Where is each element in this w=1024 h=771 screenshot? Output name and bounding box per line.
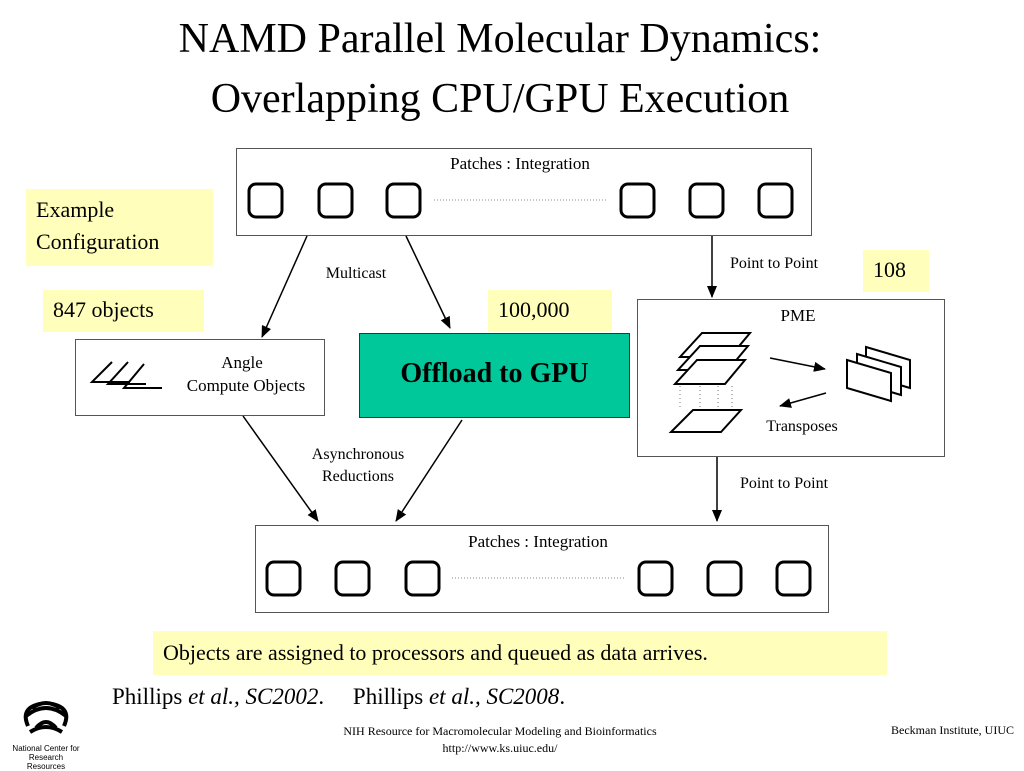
example-line1: Example	[36, 197, 115, 222]
async-label-line2: Reductions	[322, 468, 394, 485]
multicast-arrow-left	[261, 235, 308, 338]
example-configuration-note: Example Configuration	[26, 189, 213, 266]
pme-stacked-slabs-icon	[668, 332, 753, 433]
async-arrow-left	[242, 415, 319, 522]
angle-glyph-icon	[89, 361, 162, 389]
ncrr-logo	[23, 701, 69, 734]
citation-line: Phillips et al., SC2002. Phillips et al.…	[112, 684, 565, 710]
patches-top-box	[236, 148, 812, 236]
citation-etal-2: et al., SC2008	[428, 684, 560, 709]
slide-title-line2: Overlapping CPU/GPU Execution	[210, 76, 790, 122]
citation-author-2: Phillips	[352, 684, 424, 709]
citation-etal-1: et al., SC2002	[188, 684, 319, 709]
logo-text-line1: National Center for	[12, 744, 80, 753]
patches-bottom-label: Patches : Integration	[468, 532, 608, 551]
angle-label-line1: Angle	[221, 353, 263, 372]
slide-title-line1: NAMD Parallel Molecular Dynamics:	[178, 16, 822, 62]
assignment-note: Objects are assigned to processors and q…	[153, 631, 887, 675]
transposes-label: Transposes	[766, 418, 838, 435]
transpose-arrow-left	[779, 392, 827, 408]
footer-right: Beckman Institute, UIUC	[891, 723, 1014, 737]
async-arrow-right	[395, 419, 463, 522]
multicast-arrow-right	[405, 235, 451, 329]
footer-url: http://www.ks.uiuc.edu/	[442, 741, 558, 755]
offload-to-gpu-box: Offload to GPU	[359, 333, 630, 418]
example-line2: Configuration	[36, 229, 160, 254]
footer-center-line1: NIH Resource for Macromolecular Modeling…	[343, 724, 657, 738]
processor-squares-bottom	[265, 560, 812, 597]
ncrr-logo-text: National Center for Research Resources	[10, 744, 82, 771]
pme-label: PME	[780, 306, 816, 325]
processor-squares-top	[247, 182, 794, 219]
point-to-point-top-label: Point to Point	[729, 255, 819, 272]
logo-text-line2: Research Resources	[26, 753, 66, 771]
async-label-line1: Asynchronous	[311, 446, 405, 463]
multicast-label: Multicast	[325, 265, 387, 282]
citation-end-2: .	[559, 684, 566, 709]
point-to-point-bottom-label: Point to Point	[739, 475, 829, 492]
gpu-count-note: 100,000	[488, 290, 612, 332]
objects-count-note: 847 objects	[43, 290, 204, 332]
citation-author-1: Phillips	[112, 684, 183, 709]
transpose-arrow-right	[769, 357, 826, 372]
angle-compute-box	[75, 339, 325, 416]
angle-label-line2: Compute Objects	[186, 376, 306, 395]
footer-center: NIH Resource for Macromolecular Modeling…	[250, 723, 750, 757]
pme-dotted-guides	[679, 386, 733, 410]
pme-count-note: 108	[863, 250, 929, 292]
citation-end-1: .	[318, 684, 325, 709]
patches-bottom-box	[255, 525, 829, 613]
pme-transposed-slabs-icon	[846, 345, 911, 403]
patches-top-label: Patches : Integration	[450, 154, 590, 173]
